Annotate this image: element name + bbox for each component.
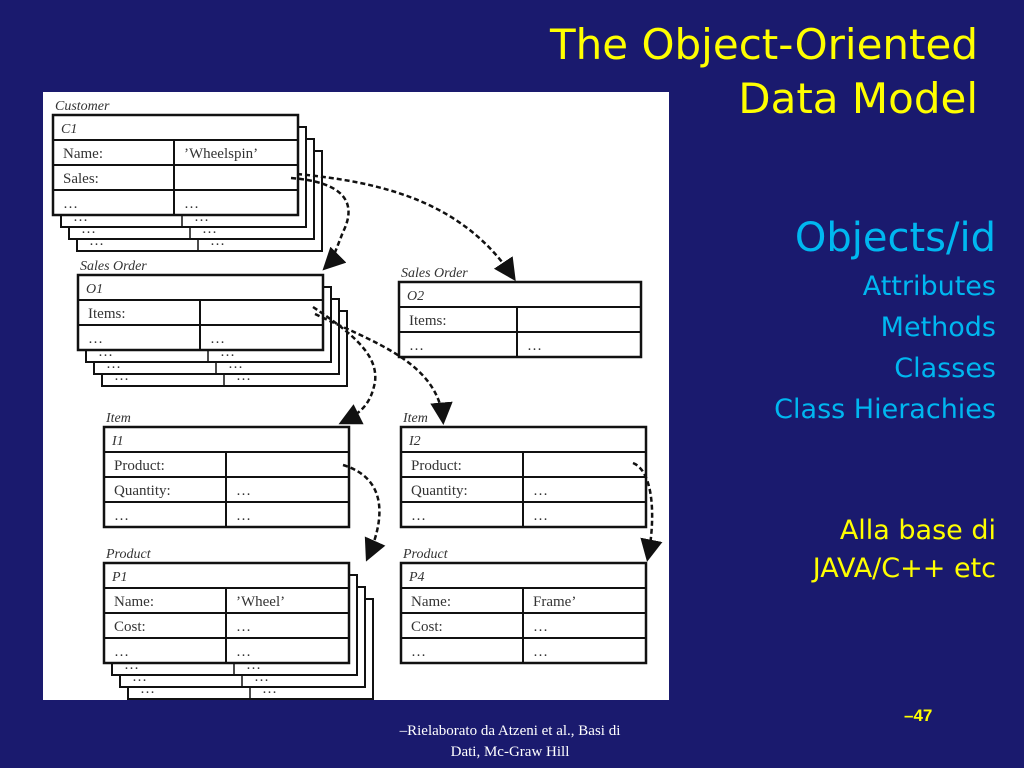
object-frame (397, 280, 643, 359)
topic-heading: Objects/id (794, 215, 996, 261)
attribute-name: Quantity: (114, 483, 171, 499)
attribute-value: … (236, 619, 251, 635)
attribute-value: … (236, 483, 251, 499)
attribute-value: … (533, 508, 548, 524)
attribute-value: ’Wheelspin’ (184, 146, 258, 162)
object-box-p1: ………………ProductP1Name:’Wheel’Cost:……… (102, 547, 374, 700)
class-label: Item (402, 411, 428, 426)
arrow-sales-to-o1 (290, 176, 350, 271)
page-number: –47 (904, 706, 933, 725)
class-label: Sales Order (401, 266, 468, 281)
class-label: Item (105, 411, 131, 426)
attribute-value: … (236, 644, 251, 660)
attribute-value: … (527, 338, 542, 354)
class-label: Product (402, 547, 449, 562)
topic-item-attributes: Attributes (862, 271, 996, 302)
attribute-value: … (236, 508, 251, 524)
topic-item-methods: Methods (880, 312, 996, 343)
attribute-value: … (533, 644, 548, 660)
attribute-name: … (63, 196, 78, 212)
side-note: Alla base di JAVA/C++ etc (676, 512, 996, 588)
attribute-name: Product: (114, 458, 165, 474)
title-line-2: Data Model (738, 74, 978, 123)
attribute-name: Cost: (114, 619, 146, 635)
attribute-name: Items: (409, 313, 447, 329)
attribute-name: … (114, 644, 129, 660)
topic-list: Attributes Methods Classes Class Hierach… (676, 266, 996, 430)
attribute-name: Items: (88, 306, 126, 322)
arrow-i2-to-p4 (632, 461, 663, 562)
attribute-name: … (411, 644, 426, 660)
object-id: P4 (408, 570, 425, 585)
attribute-name: Name: (411, 594, 451, 610)
attribute-value: … (533, 619, 548, 635)
arrow-sales-to-o2 (296, 172, 516, 282)
topic-item-classes: Classes (894, 353, 996, 384)
attribute-name: Name: (63, 146, 103, 162)
attribute-name: Quantity: (411, 483, 468, 499)
arrow-items-to-i2 (314, 312, 453, 425)
attribute-name: Cost: (411, 619, 443, 635)
attribute-name: Sales: (63, 171, 99, 187)
attribute-value: … (184, 196, 199, 212)
attribute-value: … (533, 483, 548, 499)
class-label: Customer (55, 99, 110, 114)
attribute-value: ’Wheel’ (236, 594, 285, 610)
attribute-value: … (210, 331, 225, 347)
note-line-1: Alla base di (839, 515, 996, 546)
attribute-name: … (411, 508, 426, 524)
arrow-items-to-i1 (312, 305, 377, 425)
attribute-name: Name: (114, 594, 154, 610)
attribute-name: … (114, 508, 129, 524)
note-line-2: JAVA/C++ etc (812, 553, 996, 584)
object-id: O1 (86, 282, 103, 297)
arrow-i1-to-p1 (342, 463, 386, 562)
attribute-name: … (88, 331, 103, 347)
object-id: O2 (407, 289, 424, 304)
credit-line-2: Dati, Mc-Graw Hill (450, 744, 570, 760)
topic-item-class-hierarchies: Class Hierachies (774, 394, 996, 425)
title-line-1: The Object-Oriented (550, 20, 978, 69)
credit-note: –Rielaborato da Atzeni et al., Basi di D… (330, 721, 690, 763)
slide-title: The Object-Oriented Data Model (378, 18, 978, 126)
object-box-o1: ………………Sales OrderO1Items:…… (76, 259, 348, 387)
object-id: I2 (408, 434, 421, 449)
class-label: Product (105, 547, 152, 562)
attribute-name: Product: (411, 458, 462, 474)
attribute-name: … (409, 338, 424, 354)
credit-line-1: –Rielaborato da Atzeni et al., Basi di (399, 723, 621, 739)
object-id: P1 (111, 570, 128, 585)
attribute-value: Frame’ (533, 594, 576, 610)
object-box-c1: ………………CustomerC1Name:’Wheelspin’Sales:…… (51, 99, 323, 252)
class-label: Sales Order (80, 259, 147, 274)
object-id: C1 (61, 122, 77, 137)
object-id: I1 (111, 434, 124, 449)
